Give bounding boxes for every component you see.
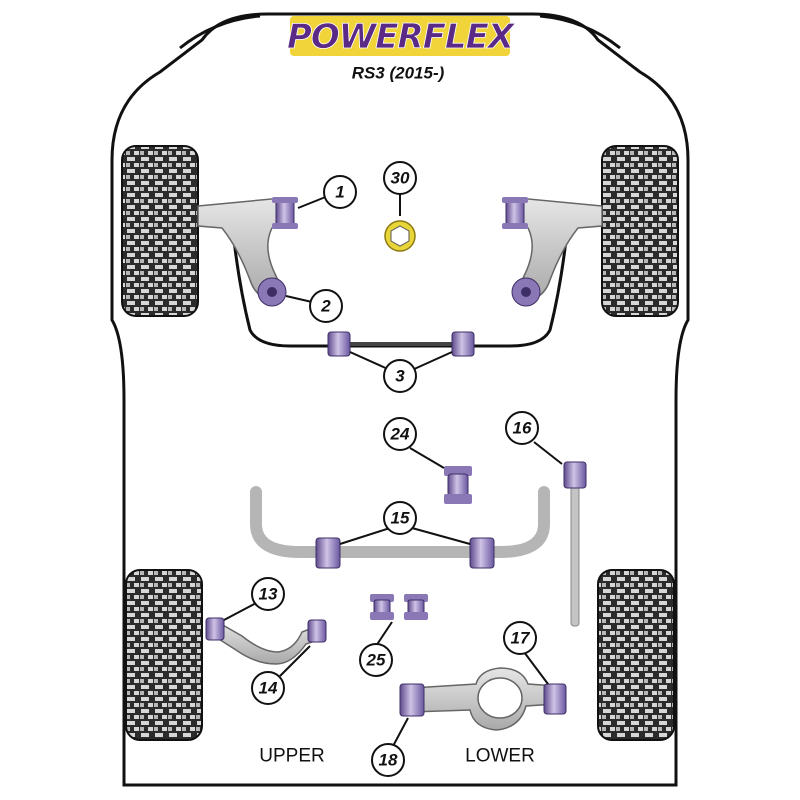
callout-18: 18	[371, 743, 405, 777]
bush-30-engine-mount-insert	[384, 220, 416, 252]
bush-1-right-front-wishbone	[502, 197, 528, 229]
bush-1-front-wishbone-front	[272, 197, 298, 229]
car-front-right-corner	[539, 14, 621, 50]
bush-18-rear-lower-arm-inner	[399, 683, 425, 717]
bush-24-subframe	[444, 466, 472, 504]
callout-24: 24	[383, 417, 417, 451]
rear-upper-arm	[213, 618, 319, 665]
front-right-tyre	[601, 145, 679, 317]
section-upper-label: UPPER	[259, 746, 324, 767]
rear-left-tyre	[125, 569, 203, 741]
front-left-tyre	[121, 145, 199, 317]
brand-logo: POWERFLEX	[287, 17, 516, 57]
svg-text:13: 13	[259, 585, 278, 604]
callout-13: 13	[251, 577, 285, 611]
svg-text:3: 3	[395, 367, 405, 386]
svg-text:16: 16	[513, 419, 532, 438]
bush-15-rear-arb-right	[469, 537, 495, 569]
callout-1: 1	[323, 175, 357, 209]
bush-2-right-front-wishbone-rear	[511, 277, 541, 307]
bush-2-front-wishbone-rear	[257, 277, 287, 307]
svg-text:30: 30	[391, 169, 410, 188]
callout-3: 3	[383, 359, 417, 393]
leader-lines	[223, 192, 563, 749]
bush-25-right	[404, 594, 428, 620]
callout-30: 30	[383, 161, 417, 195]
logo-background	[290, 16, 510, 56]
svg-text:1: 1	[335, 183, 344, 202]
bush-15-rear-arb-left	[315, 537, 341, 569]
svg-text:24: 24	[390, 425, 410, 444]
drop-link-rod	[570, 479, 580, 627]
rear-lower-arm-spring-seat	[477, 677, 523, 719]
bush-14-rear-upper-arm-outer	[307, 619, 327, 643]
callout-17: 17	[503, 621, 537, 655]
callout-16: 16	[505, 411, 539, 445]
car-front-left-corner	[179, 14, 261, 50]
svg-text:15: 15	[391, 509, 410, 528]
car-body-outline	[110, 12, 690, 787]
bush-3-front-arb-right	[451, 331, 475, 357]
bush-3-front-arb-left	[327, 331, 351, 357]
bush-17-rear-lower-arm-outer	[543, 683, 567, 715]
callout-15: 15	[383, 501, 417, 535]
svg-text:14: 14	[259, 679, 278, 698]
bush-25-left	[370, 594, 394, 620]
svg-text:17: 17	[511, 629, 531, 648]
rear-anti-roll-bar	[250, 486, 550, 558]
svg-text:18: 18	[379, 751, 398, 770]
section-lower-label: LOWER	[465, 746, 535, 767]
bush-13-rear-upper-arm-inner	[205, 617, 225, 641]
callout-2: 2	[309, 289, 343, 323]
callout-14: 14	[251, 671, 285, 705]
svg-text:2: 2	[320, 297, 331, 316]
model-title: RS3 (2015-)	[352, 64, 445, 83]
callout-25: 25	[359, 643, 393, 677]
rear-right-tyre	[597, 569, 675, 741]
svg-text:25: 25	[366, 651, 386, 670]
bush-16-drop-link	[563, 461, 587, 489]
